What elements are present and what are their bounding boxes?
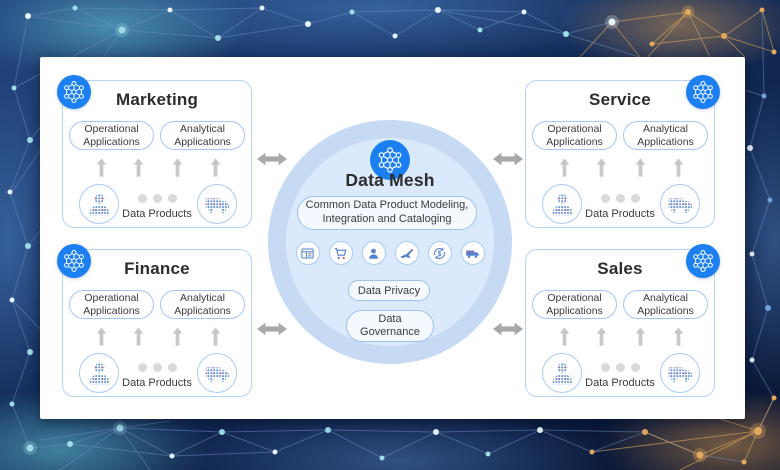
domain-panel-service: Service Operational Applications Analyti… xyxy=(525,75,720,228)
up-arrow-icon xyxy=(559,158,570,177)
analytical-applications-pill: Analytical Applications xyxy=(160,290,245,319)
analytical-applications-pill: Analytical Applications xyxy=(160,121,245,150)
up-arrow-icon xyxy=(596,327,607,346)
data-product-truck-circle xyxy=(197,353,237,393)
double-arrow-icon xyxy=(493,322,523,336)
product-icon-row: $ xyxy=(268,241,512,265)
delivery-truck-icon xyxy=(460,241,485,265)
domain-panel-marketing: Marketing Operational Applications Analy… xyxy=(57,75,252,228)
domain-panel-finance: Finance Operational Applications Analyti… xyxy=(57,244,252,397)
data-product-truck-circle xyxy=(660,184,700,224)
operational-applications-pill: Operational Applications xyxy=(69,290,154,319)
customer-icon xyxy=(361,241,386,265)
data-product-person-circle xyxy=(79,353,119,393)
operational-applications-pill: Operational Applications xyxy=(532,121,617,150)
ellipsis-dots xyxy=(63,363,251,372)
operational-applications-pill: Operational Applications xyxy=(69,121,154,150)
up-arrow-icon xyxy=(673,158,684,177)
up-arrow-icon xyxy=(673,327,684,346)
up-arrow-icon xyxy=(559,327,570,346)
up-arrow-icon xyxy=(635,158,646,177)
diagram-canvas: Marketing Operational Applications Analy… xyxy=(40,57,745,419)
double-arrow-icon xyxy=(493,152,523,166)
domain-title: Sales xyxy=(597,259,643,278)
operational-applications-pill: Operational Applications xyxy=(532,290,617,319)
mesh-badge xyxy=(370,140,410,180)
domain-title: Finance xyxy=(124,259,190,278)
analytical-applications-pill: Analytical Applications xyxy=(623,121,708,150)
up-arrow-icon xyxy=(635,327,646,346)
data-product-truck-circle xyxy=(197,184,237,224)
analytical-applications-pill: Analytical Applications xyxy=(623,290,708,319)
double-arrow-icon xyxy=(257,152,287,166)
domain-title: Marketing xyxy=(115,90,199,109)
up-arrow-icon xyxy=(210,327,221,346)
plane-icon xyxy=(394,241,419,265)
data-mesh-title: Data Mesh xyxy=(345,170,435,190)
data-product-person-circle xyxy=(542,353,582,393)
data-privacy-pill: Data Privacy xyxy=(348,280,430,301)
currency-cycle-icon: $ xyxy=(427,241,452,265)
data-products-label: Data Products xyxy=(122,377,192,389)
data-product-person-circle xyxy=(79,184,119,224)
svg-text:$: $ xyxy=(438,251,442,258)
data-products-label: Data Products xyxy=(585,208,655,220)
mesh-badge xyxy=(57,75,91,109)
mesh-badge xyxy=(686,244,720,278)
up-arrow-icon xyxy=(172,327,183,346)
dashboard-icon xyxy=(295,241,320,265)
ellipsis-dots xyxy=(526,194,714,203)
up-arrow-icon xyxy=(96,158,107,177)
domain-panel-sales: Sales Operational Applications Analytica… xyxy=(525,244,720,397)
up-arrow-icon xyxy=(596,158,607,177)
data-products-label: Data Products xyxy=(585,377,655,389)
capability-pill: Common Data Product Modeling, Integratio… xyxy=(297,196,477,230)
up-arrow-icon xyxy=(133,158,144,177)
mesh-badge xyxy=(686,75,720,109)
double-arrow-icon xyxy=(257,322,287,336)
ellipsis-dots xyxy=(63,194,251,203)
up-arrow-icon xyxy=(133,327,144,346)
domain-title: Service xyxy=(589,90,651,109)
data-products-label: Data Products xyxy=(122,208,192,220)
data-product-person-circle xyxy=(542,184,582,224)
up-arrow-icon xyxy=(96,327,107,346)
up-arrow-icon xyxy=(210,158,221,177)
data-product-truck-circle xyxy=(660,353,700,393)
up-arrow-icon xyxy=(172,158,183,177)
ellipsis-dots xyxy=(526,363,714,372)
data-governance-pill: Data Governance xyxy=(346,310,434,342)
shopping-cart-icon xyxy=(328,241,353,265)
mesh-badge xyxy=(57,244,91,278)
